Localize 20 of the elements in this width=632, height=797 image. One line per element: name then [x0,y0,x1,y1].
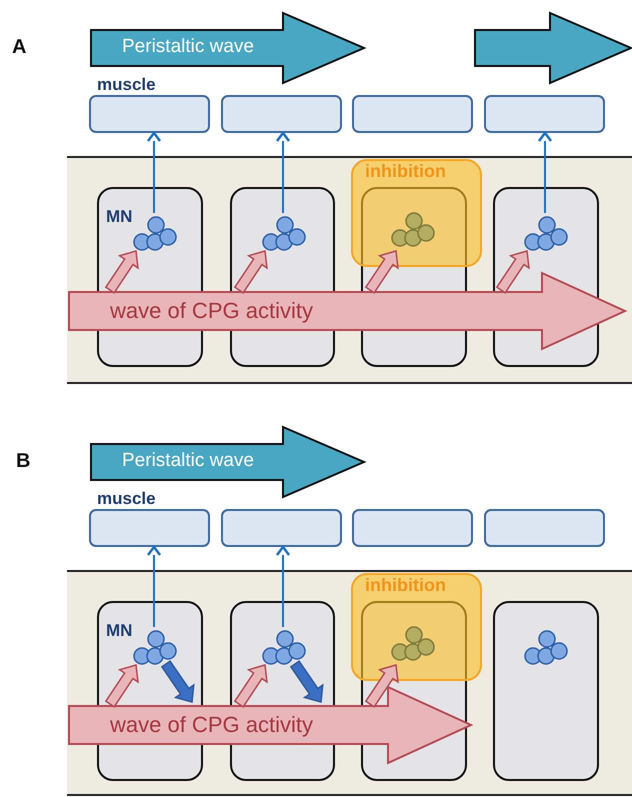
peristaltic-wave-arrow [474,12,632,84]
nerve-cord-band [67,156,632,384]
arrow-label: Peristaltic wave [122,450,254,472]
arrow-label: wave of CPG activity [110,712,313,738]
inhibition-zone [351,159,482,267]
zone-label: inhibition [365,161,446,182]
cpg-wave-arrow [68,272,626,350]
arrow-label: Peristaltic wave [122,36,254,58]
panel-label: A [12,36,26,59]
cluster-label: MN [106,207,132,227]
zone-label: inhibition [365,575,446,596]
muscle-label: muscle [97,489,156,509]
nerve-cord-band [67,570,632,796]
muscle-label: muscle [97,75,156,95]
segment-box [493,601,599,781]
panel-label: B [16,450,30,473]
arrow-label: wave of CPG activity [110,298,313,324]
cluster-label: MN [106,621,132,641]
inhibition-zone [351,573,482,681]
cpg-wave-arrow [68,686,472,764]
